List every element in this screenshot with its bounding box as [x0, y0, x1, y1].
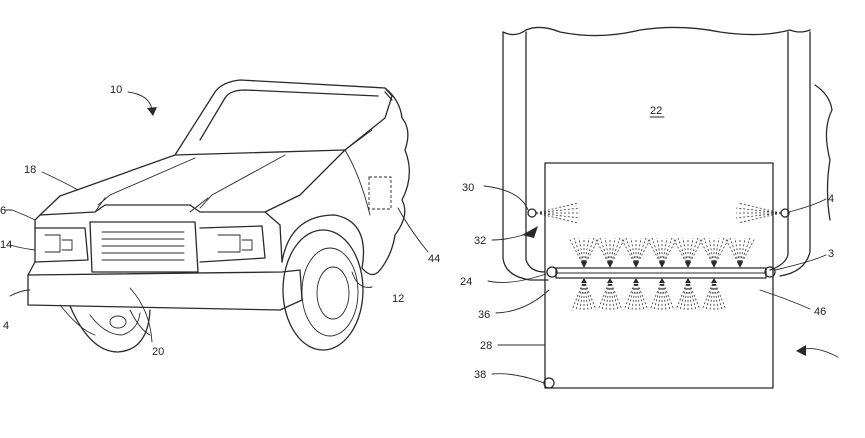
spray-fan-up	[620, 237, 652, 267]
spray-fan-up	[698, 237, 730, 267]
spray-nozzle-marker	[633, 278, 639, 283]
spray-fan-down	[623, 279, 649, 311]
spray-nozzle-marker	[711, 262, 717, 268]
spray-fan-up	[672, 237, 704, 267]
spray-nozzle-marker	[711, 278, 717, 283]
spray-nozzle-marker	[633, 262, 639, 268]
vehicle-labels: 10 18 6 14 4 20 12 44	[0, 84, 440, 358]
spray-nozzle-marker	[659, 278, 665, 283]
vehicle-drawing	[4, 79, 429, 353]
spray-nozzle-marker	[581, 278, 587, 283]
spray-fan-down	[701, 279, 727, 311]
spray-nozzle-marker	[581, 262, 587, 268]
enclosure-drawing	[483, 26, 839, 389]
label-24: 24	[460, 276, 472, 288]
spray-fan-down	[597, 279, 623, 311]
spray-nozzle-marker	[685, 262, 691, 268]
spray-fan-up	[568, 237, 600, 267]
spray-nozzle-marker	[685, 278, 691, 283]
label-28: 28	[480, 340, 492, 352]
label-44: 44	[428, 253, 440, 265]
label-36: 36	[478, 309, 490, 321]
label-34: 3	[828, 248, 834, 260]
spray-fan-down	[675, 279, 701, 311]
label-30: 30	[462, 182, 474, 194]
spray-nozzle-marker	[737, 262, 743, 268]
spray-fan-down	[571, 279, 597, 311]
label-14: 14	[0, 239, 12, 251]
label-46: 46	[814, 306, 826, 318]
label-12: 12	[392, 293, 404, 305]
label-4: 4	[3, 320, 9, 332]
label-40: 4	[828, 193, 834, 205]
spray-nozzle-marker	[607, 262, 613, 268]
spray-nozzle-marker	[607, 278, 613, 283]
spray-fan-up	[646, 237, 678, 267]
label-20: 20	[152, 346, 164, 358]
label-6: 6	[0, 205, 6, 217]
label-18: 18	[24, 164, 36, 176]
spray-nozzle-marker	[659, 262, 665, 268]
spray-fan-up	[594, 237, 626, 267]
enclosure-labels: 22 30 32 24 36 28 38 4 3 46	[460, 105, 834, 381]
spray-fans	[568, 237, 756, 311]
spray-fan-up	[724, 237, 756, 267]
label-22: 22	[650, 105, 662, 117]
label-10: 10	[110, 84, 122, 96]
spray-fan-down	[649, 279, 675, 311]
label-38: 38	[474, 369, 486, 381]
label-32: 32	[474, 235, 486, 247]
